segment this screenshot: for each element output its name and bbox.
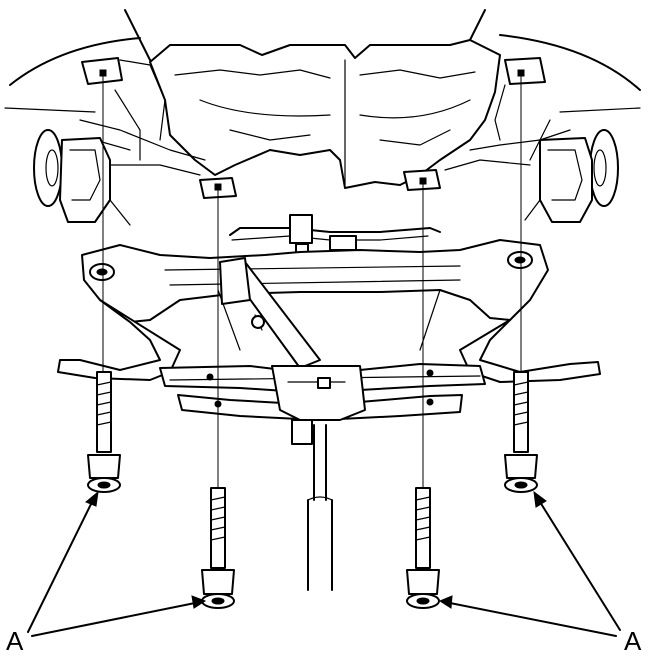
mounting-bolt-right-inner xyxy=(406,487,440,609)
alignment-guide-lines xyxy=(102,76,522,488)
mounting-bolt-left-outer xyxy=(87,371,121,493)
vehicle-body-outline xyxy=(4,9,641,226)
callout-label-a-right: A xyxy=(624,626,642,656)
steering-shaft xyxy=(307,424,333,591)
stabilizer-link xyxy=(229,214,441,257)
mounting-bolt-right-outer xyxy=(504,371,538,493)
mounting-bolt-left-inner xyxy=(201,487,235,609)
callout-label-a-left: A xyxy=(6,626,24,656)
callout-arrows-left xyxy=(27,490,207,637)
callout-arrows-right xyxy=(438,490,621,637)
